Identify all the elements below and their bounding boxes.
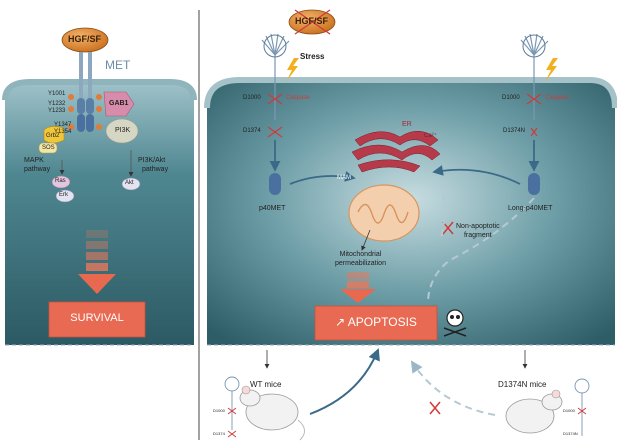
site-y1354: Y1354: [54, 129, 72, 135]
erk-label: Erk: [59, 192, 68, 198]
arrow-to-permeabilization: [361, 229, 371, 251]
survival-label: SURVIVAL: [70, 312, 124, 324]
arrow-p40met-to-mam: [289, 171, 356, 185]
erk-shape: [55, 189, 75, 203]
grb2-shape: [43, 126, 65, 144]
er-shape: [351, 131, 441, 173]
d1374-left-label: D1374: [243, 128, 261, 134]
hgf-label-left: HGF/SF: [68, 34, 101, 44]
mut-site-d1000: D1000: [563, 408, 575, 413]
sos-label: SOS: [42, 145, 55, 151]
hgf-label-right: HGF/SF: [295, 16, 328, 26]
caspase-left-label: Caspase: [286, 95, 310, 101]
arrow-long-p40met: [432, 165, 521, 185]
hgf-ligand-left: [61, 27, 109, 53]
mapk-label: MAPK: [24, 157, 44, 164]
sos-shape: [38, 142, 58, 154]
site-y1232: Y1232: [48, 101, 66, 107]
pi3k-shape: [105, 118, 139, 144]
mapk-pathway-label: MAPK pathway: [24, 156, 50, 174]
arrow-wt-to-apoptosis: [309, 348, 380, 415]
non-apoptotic-label: Non-apoptotic fragment: [456, 222, 500, 240]
non-apop-line1: Non-apoptotic: [456, 223, 500, 230]
survival-box: [48, 301, 146, 338]
apoptosis-arrow: [340, 272, 376, 303]
mito-perm-line1: Mitochondrial: [339, 251, 382, 258]
dashed-arrow-inner: [439, 181, 446, 241]
long-p40met-fragment: [528, 173, 540, 195]
met-receptor-left: [77, 52, 94, 132]
er-label: ER: [402, 121, 412, 128]
gab1-shape: [103, 91, 135, 117]
non-apop-line2: fragment: [463, 232, 492, 239]
gab1-label: GAB1: [109, 100, 129, 107]
pi3k-akt-pathway-word: pathway: [142, 166, 169, 173]
site-y1347: Y1347: [54, 122, 72, 128]
mito-perm-label: Mitochondrial permeabilization: [335, 250, 386, 268]
ras-label: Ras: [55, 178, 66, 184]
apoptosis-box: [314, 305, 438, 341]
akt-label: Akt: [125, 180, 134, 186]
mam-label: MAM: [337, 175, 351, 181]
dashed-arrow-mutant: [410, 360, 496, 416]
apoptosis-word: APOPTOSIS: [347, 315, 417, 329]
ca-label: Ca²⁺: [424, 133, 437, 139]
up-arrow-icon: ↗: [335, 315, 346, 329]
d1000-right-label: D1000: [502, 95, 520, 101]
caspase-right-label: Caspase: [545, 95, 569, 101]
wt-site-d1374: D1374: [213, 431, 225, 436]
skull-icon: [443, 309, 467, 337]
caspase-cleavage-left: [267, 93, 283, 138]
met-fan-left: [261, 33, 290, 120]
grb2-label: Grb2: [46, 133, 60, 139]
wt-site-d1000: D1000: [213, 408, 225, 413]
mapk-pathway-word: pathway: [24, 166, 51, 173]
mutant-mouse-icon: [505, 389, 563, 434]
long-p40met-label: Long-p40MET: [508, 205, 553, 212]
stress-label: Stress: [300, 52, 325, 61]
akt-shape: [121, 177, 141, 191]
pi3k-akt-pathway-label: PI3K/Akt pathway: [138, 156, 168, 174]
site-y1001: Y1001: [48, 91, 66, 97]
mito-perm-line2: permeabilization: [335, 260, 386, 267]
apoptosis-label: ↗ APOPTOSIS: [315, 315, 437, 329]
d1374n-right-label: D1374N: [503, 128, 526, 134]
caspase-cleavage-right: [526, 93, 542, 137]
met-label: MET: [105, 58, 131, 72]
mut-site-d1374n: D1374N: [563, 431, 578, 436]
phospho-sites: [68, 94, 102, 130]
wt-met-mini-icon: [224, 376, 240, 438]
stress-bolt: [286, 58, 299, 82]
pi3k-akt-label: PI3K/Akt: [138, 157, 166, 164]
stress-bolt-right: [545, 58, 558, 82]
d1000-left-label: D1000: [243, 95, 261, 101]
mutant-block-cross-icon: [429, 401, 441, 415]
mitochondrion: [348, 184, 420, 242]
wt-mice-label: WT mice: [250, 380, 282, 389]
p40met-fragment: [269, 173, 281, 195]
dashed-arrow-long-p40met: [427, 197, 535, 301]
hgf-ligand-right: [288, 9, 336, 35]
met-fan-right: [520, 33, 549, 120]
site-y1233: Y1233: [48, 108, 66, 114]
ras-shape: [51, 175, 71, 189]
mutant-met-mini-icon: [574, 378, 590, 436]
wt-mouse-icon: [239, 385, 305, 441]
survival-arrow: [78, 230, 116, 294]
p40met-label: p40MET: [259, 205, 286, 212]
pi3k-label: PI3K: [115, 127, 131, 134]
d1374n-mice-label: D1374N mice: [498, 380, 547, 389]
